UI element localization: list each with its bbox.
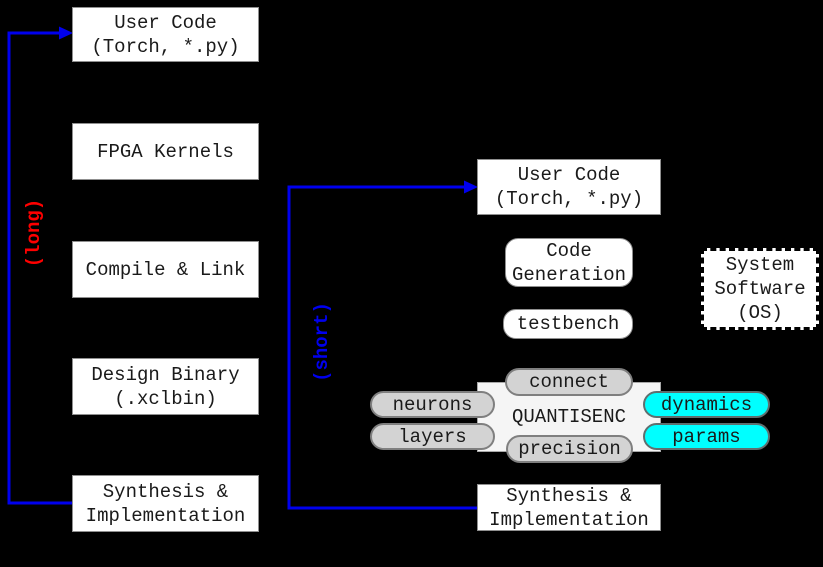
short-loop-arrow <box>287 180 478 510</box>
params-pill: params <box>643 423 770 450</box>
box-label-line: Implementation <box>85 504 246 527</box>
user-code-box-left: User Code (Torch, *.py) <box>72 7 259 62</box>
connect-pill: connect <box>505 368 633 396</box>
box-label-line: Implementation <box>489 508 649 531</box>
box-label-line: (Torch, *.py) <box>91 35 240 58</box>
dynamics-pill: dynamics <box>643 391 770 418</box>
box-label-line: Software <box>714 278 806 300</box>
box-label-line: User Code <box>114 11 217 34</box>
box-label-line: User Code <box>517 164 621 186</box>
neurons-pill: neurons <box>370 391 495 418</box>
code-generation-box: Code Generation <box>505 238 633 287</box>
design-binary-box: Design Binary (.xclbin) <box>72 358 259 415</box>
testbench-box: testbench <box>503 309 633 339</box>
box-label-line: Generation <box>511 263 627 286</box>
synthesis-box-left: Synthesis & Implementation <box>72 475 259 532</box>
box-label-line: (OS) <box>737 302 783 324</box>
compile-link-box: Compile & Link <box>72 241 259 298</box>
synthesis-box-right: Synthesis & Implementation <box>477 484 661 531</box>
system-software-box: System Software (OS) <box>701 248 819 330</box>
layers-pill: layers <box>370 423 495 450</box>
box-label-line: Design Binary <box>91 363 240 386</box>
box-label-line: (Torch, *.py) <box>494 188 644 210</box>
long-loop-arrow <box>7 26 73 505</box>
short-loop-label: (short) <box>311 302 333 382</box>
precision-pill: precision <box>506 435 633 463</box>
user-code-box-right: User Code (Torch, *.py) <box>477 159 661 215</box>
box-label-line: Synthesis & <box>102 480 229 503</box>
box-label-line: Synthesis & <box>506 484 632 507</box>
box-label-line: Code <box>546 239 592 262</box>
box-label-line: Compile & Link <box>85 258 246 281</box>
fpga-kernels-box: FPGA Kernels <box>72 123 259 180</box>
box-label-line: System <box>725 254 795 276</box>
long-loop-label: (long) <box>23 198 45 268</box>
box-label-line: FPGA Kernels <box>97 140 234 163</box>
box-label-line: (.xclbin) <box>114 387 217 410</box>
